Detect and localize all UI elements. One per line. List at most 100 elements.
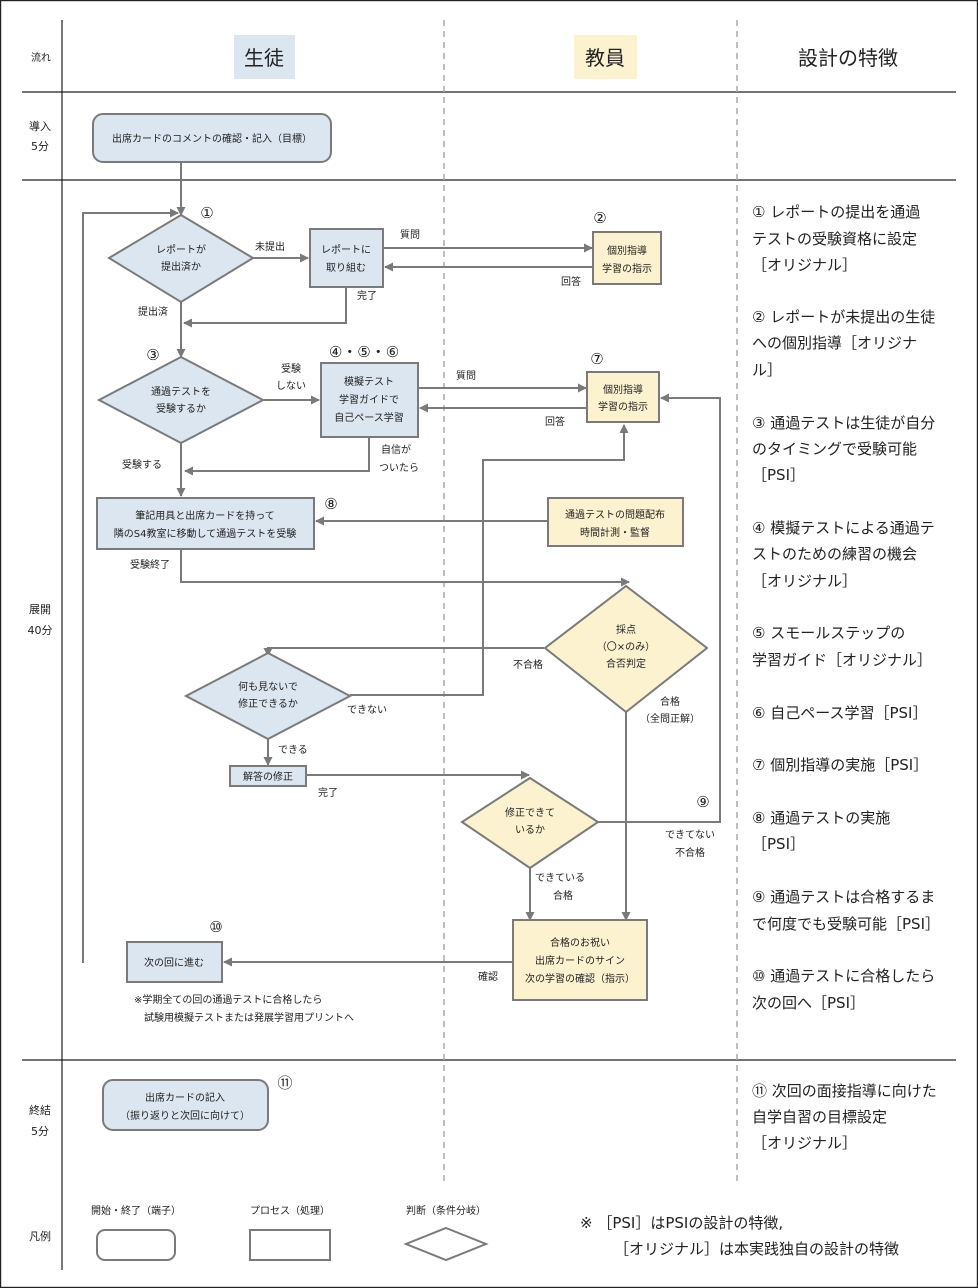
marker-10: ⑩ [209, 918, 222, 936]
teacher-guidance-7-line1: 個別指導 [603, 383, 643, 396]
teacher-distribute-line2: 時間計測・監督 [580, 526, 650, 539]
legend-note-line1: ※ ［PSI］はPSIの設計の特徴, [580, 1214, 783, 1232]
edge-cannot [350, 424, 629, 696]
legend-note-line2: ［オリジナル］は本実践独自の設計の特徴 [614, 1240, 899, 1258]
process-take-test [96, 497, 315, 550]
edge-fail [263, 647, 544, 657]
legend-decision-shape [403, 1226, 489, 1262]
label-not-done-1: できてない [665, 829, 715, 841]
decision-grade [543, 584, 709, 714]
node-start-text: 出席カードのコメントの確認・記入（目標） [112, 132, 312, 145]
label-done-2: 完了 [318, 786, 338, 799]
edge-test-done [180, 550, 630, 587]
phase-development-name: 展開 [29, 603, 51, 616]
feature-8-line2: ［PSI］ [752, 835, 805, 853]
phase-development-time: 40分 [28, 624, 53, 637]
teacher-celebrate-line2: 出席カードのサイン [535, 954, 625, 967]
phase-closing-name: 終結 [29, 1103, 51, 1117]
feature-1-line2: テストの受験資格に設定 [752, 230, 917, 248]
label-submitted: 提出済 [138, 305, 168, 318]
teacher-celebrate [512, 919, 648, 1001]
process-next-text: 次の回に進む [144, 956, 204, 969]
process-report-work [309, 228, 384, 288]
process-mock-line2: 学習ガイドで [339, 393, 399, 406]
edge-confident [184, 437, 370, 476]
label-done-1: 完了 [357, 289, 377, 302]
label-test-done: 受験終了 [130, 558, 170, 571]
label-answer-2: 回答 [545, 415, 565, 428]
label-question-1: 質問 [400, 228, 420, 241]
phase-closing-time: 5分 [31, 1125, 49, 1138]
marker-4-5-6: ④・⑤・⑥ [329, 343, 399, 361]
feature-2-line2: への個別指導［オリジナ [752, 334, 917, 352]
legend-title: 凡例 [29, 1229, 51, 1243]
feature-10-line1: ⑩ 通過テストに合格したら [752, 967, 935, 985]
legend-terminal-label: 開始・終了（端子） [91, 1204, 181, 1217]
feature-1-line1: ① レポートの提出を通過 [752, 203, 920, 221]
teacher-guidance-7-line2: 学習の指示 [598, 400, 648, 413]
process-correct-answer [229, 765, 307, 787]
feature-3-line3: ［PSI］ [752, 466, 805, 484]
decision-fix-line2: 修正できるか [238, 697, 298, 710]
feature-3-line1: ③ 通過テストは生徒が自分 [752, 414, 935, 432]
decision-grade-line1: 採点 [616, 623, 636, 636]
legend-process-label: プロセス（処理） [250, 1204, 330, 1217]
decision-report-line2: 提出済か [161, 260, 201, 273]
label-done-pass-1: できている [535, 872, 585, 884]
teacher-guidance-7 [586, 371, 660, 423]
feature-4-line2: ストのための練習の機会 [752, 545, 917, 563]
decision-report-line1: レポートが [156, 243, 206, 256]
label-cannot: できない [347, 704, 387, 716]
decision-take-line1: 通過テストを [151, 386, 211, 398]
note-line2: 試験用模擬テストまたは発展学習用プリントへ [144, 1011, 354, 1024]
marker-9: ⑨ [696, 793, 709, 811]
decision-grade-line2: （〇×のみ） [597, 641, 655, 653]
label-not-submitted: 未提出 [255, 240, 285, 253]
marker-2: ② [593, 209, 606, 227]
label-take: 受験する [122, 458, 162, 471]
legend-decision-label: 判断（条件分岐） [406, 1204, 486, 1217]
label-not-done-2: 不合格 [675, 846, 705, 859]
label-fail: 不合格 [513, 658, 543, 671]
edge-next-loop-back [82, 208, 179, 963]
process-test-line2: 隣のS4教室に移動して通過テストを受験 [114, 527, 296, 540]
header-teacher: 教員 [585, 46, 625, 70]
node-start [92, 113, 332, 163]
decision-fix-line1: 何も見ないで [238, 680, 298, 693]
label-pass-1: 合格 [660, 695, 680, 708]
process-report-line2: 取り組む [326, 261, 366, 274]
feature-10-line2: 次の回へ［PSI］ [752, 994, 865, 1012]
node-end [102, 1079, 269, 1131]
feature-6-line1: ⑥ 自己ペース学習［PSI］ [752, 704, 927, 722]
feature-4-line1: ④ 模擬テストによる通過テ [752, 519, 935, 537]
label-can: できる [278, 744, 308, 756]
label-no-take-1: 受験 [281, 362, 301, 375]
feature-1-line3: ［オリジナル］ [752, 256, 857, 274]
teacher-distribute-line1: 通過テストの問題配布 [565, 509, 665, 521]
feature-11-line3: ［オリジナル］ [752, 1134, 857, 1152]
decision-take-test [96, 355, 266, 445]
edge-not-done [598, 393, 721, 823]
label-question-2: 質問 [456, 369, 476, 382]
process-test-line1: 筆記用具と出席カードを持って [135, 509, 275, 522]
teacher-distribute-test [547, 497, 684, 547]
teacher-guidance-2-line2: 学習の指示 [602, 262, 652, 275]
edges [82, 162, 721, 967]
marker-3: ③ [146, 346, 159, 364]
feature-8-line1: ⑧ 通過テストの実施 [752, 809, 890, 827]
process-mock-test [320, 362, 419, 438]
feature-3-line2: のタイミングで受験可能 [752, 440, 917, 458]
node-end-line1: 出席カードの記入 [145, 1091, 225, 1104]
decision-take-line2: 受験するか [156, 402, 206, 415]
node-end-line2: （振り返りと次回に向けて） [120, 1109, 250, 1122]
feature-9-line1: ⑨ 通過テストは合格するま [752, 888, 935, 906]
process-correct-text: 解答の修正 [243, 770, 293, 783]
header-student: 生徒 [244, 46, 284, 70]
features-list: ① レポートの提出を通過 テストの受験資格に設定 ［オリジナル］ ② レポートが… [752, 203, 940, 1152]
legend-terminal-shape [96, 1229, 176, 1261]
teacher-celebrate-line1: 合格のお祝い [550, 936, 610, 949]
teacher-celebrate-line3: 次の学習の確認（指示） [525, 972, 635, 985]
process-mock-line3: 自己ペース学習 [334, 411, 404, 424]
